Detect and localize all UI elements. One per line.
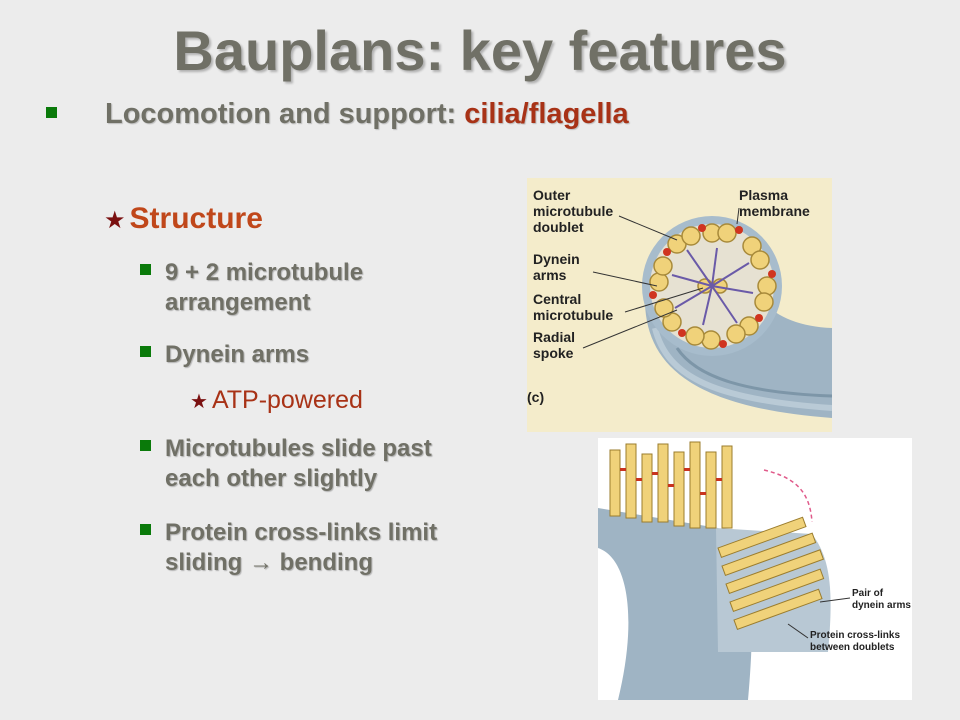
label-central-microtubule: microtubule xyxy=(533,307,613,323)
label-dynein-arms: dynein arms xyxy=(852,600,911,611)
square-bullet-icon xyxy=(140,524,151,535)
label-spoke: spoke xyxy=(533,345,574,361)
label-membrane: membrane xyxy=(739,203,810,219)
label-outer: Outer xyxy=(533,187,571,203)
star-bullet-icon: ★ xyxy=(104,207,126,234)
bullet-line: each other slightly xyxy=(165,465,378,492)
heading-text: Structure xyxy=(129,202,263,235)
heading-structure: ★Structure xyxy=(104,202,263,236)
bullet-line: Dynein arms xyxy=(165,341,310,368)
label-pair-of: Pair of xyxy=(852,588,884,599)
bullet-item: Microtubules slide past each other sligh… xyxy=(140,434,432,494)
label-protein-cross-links: Protein cross-links xyxy=(810,630,900,641)
label-dynein: Dynein xyxy=(533,251,580,267)
label-arms: arms xyxy=(533,267,567,283)
square-bullet-icon xyxy=(140,264,151,275)
square-bullet-icon xyxy=(140,346,151,357)
label-between-doublets: between doublets xyxy=(810,642,895,653)
bullet-item: 9 + 2 microtubule arrangement xyxy=(140,258,363,318)
label-radial: Radial xyxy=(533,329,575,345)
label-microtubule: microtubule xyxy=(533,203,613,219)
flagellum-cross-section-figure: Outer microtubule doublet Dynein arms Ce… xyxy=(527,178,832,432)
bullet-item: Protein cross-links limit sliding → bend… xyxy=(140,518,437,578)
subtitle-text: Locomotion and support: xyxy=(105,98,465,130)
bullet-item: Dynein arms xyxy=(140,340,309,370)
square-bullet-icon xyxy=(140,440,151,451)
bullet-line: Microtubules slide past xyxy=(165,435,432,462)
sub-bullet: ★ATP-powered xyxy=(190,386,363,415)
bullet-line: arrangement xyxy=(165,289,311,316)
microtubule-sliding-figure: Pair of dynein arms Protein cross-links … xyxy=(598,438,912,700)
label-panel-c: (c) xyxy=(527,389,544,405)
slide-title: Bauplans: key features xyxy=(173,19,787,82)
bullet-line: sliding → bending xyxy=(165,549,373,576)
subtitle: Locomotion and support: cilia/flagella xyxy=(46,98,629,131)
star-bullet-icon: ★ xyxy=(190,391,208,413)
subtitle-bullet-icon xyxy=(46,106,57,118)
label-doublet: doublet xyxy=(533,219,584,235)
label-plasma: Plasma xyxy=(739,187,788,203)
bullet-line: Protein cross-links limit xyxy=(165,519,438,546)
sub-bullet-text: ATP-powered xyxy=(211,386,363,414)
label-central: Central xyxy=(533,291,581,307)
subtitle-highlight: cilia/flagella xyxy=(464,98,629,130)
bullet-line: 9 + 2 microtubule xyxy=(165,259,364,286)
